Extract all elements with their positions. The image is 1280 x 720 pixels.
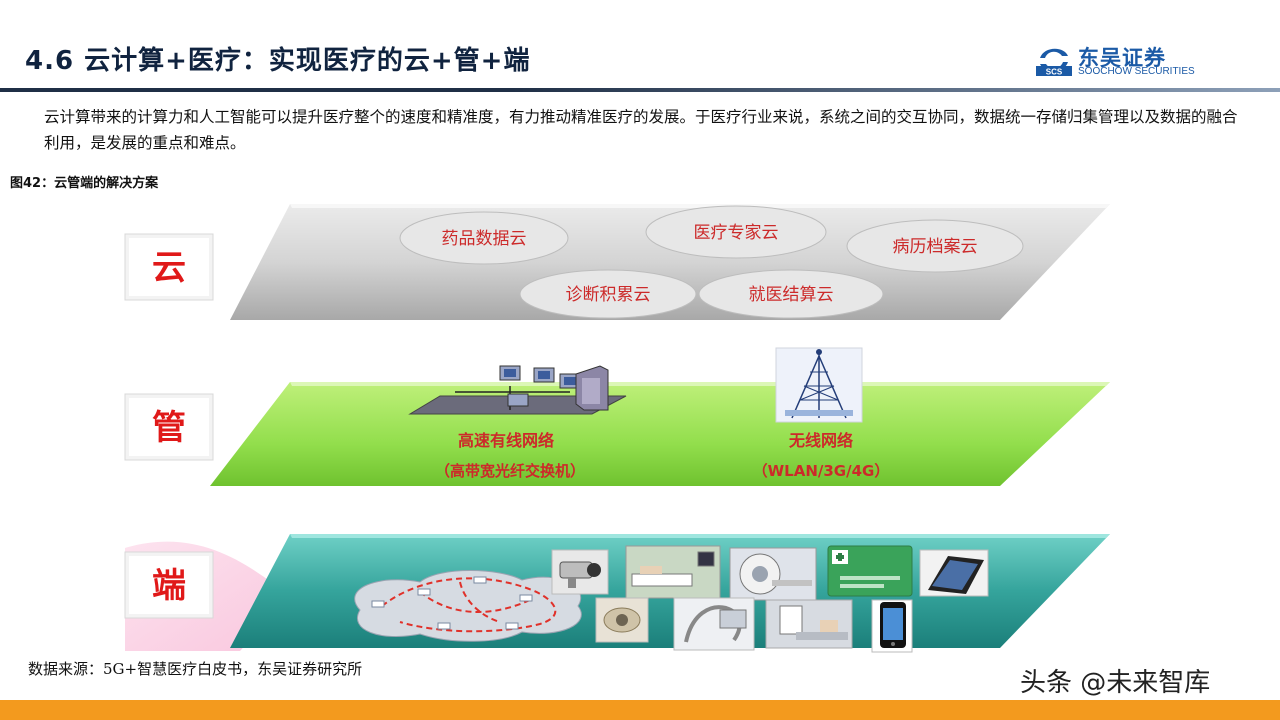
- wired-network-title: 高速有线网络: [458, 431, 554, 450]
- cloud-drug-data-label: 药品数据云: [442, 229, 527, 249]
- patient-bed-monitor-icon: [625, 545, 721, 599]
- sensor-network-icon: [354, 570, 582, 642]
- wearable-band-icon: [595, 597, 649, 643]
- cloud-bubble-diagnosis: 诊断积累云: [519, 269, 697, 319]
- tablet-icon: [919, 549, 989, 597]
- wireless-tower-icon: [775, 347, 863, 423]
- pipe-layer-label: 管: [152, 408, 186, 448]
- end-layer-tag: 端: [124, 551, 214, 619]
- logo-mark-text: SCS: [1046, 68, 1063, 77]
- surveillance-camera-icon: [551, 549, 609, 595]
- wired-network-subtitle: （高带宽光纤交换机）: [435, 462, 585, 480]
- x-ray-machine-icon: [765, 599, 853, 649]
- cloud-layer-label: 云: [152, 248, 186, 288]
- watermark-text: 头条 @未来智库: [1020, 668, 1211, 698]
- pipe-layer-tag: 管: [124, 393, 214, 461]
- medical-card-icon: [827, 545, 913, 597]
- cloud-expert-label: 医疗专家云: [694, 223, 779, 243]
- wired-network-icon: [408, 365, 627, 415]
- page-title: 4.6 云计算+医疗：实现医疗的云+管+端: [25, 46, 531, 76]
- cloud-records-label: 病历档案云: [893, 237, 978, 257]
- wireless-network-subtitle: （WLAN/3G/4G）: [753, 462, 890, 480]
- cloud-pipe-end-diagram: 云 药品数据云 医疗专家云 病历档案云 诊断积累云 就医结算云 管: [124, 204, 1110, 653]
- figure-caption: 图42：云管端的解决方案: [10, 176, 159, 191]
- end-layer-label: 端: [152, 566, 186, 606]
- wireless-network-title: 无线网络: [788, 431, 853, 450]
- cloud-bubble-expert: 医疗专家云: [645, 205, 827, 259]
- company-logo: SCS 东吴证券 SOOCHOW SECURITIES: [1036, 44, 1216, 78]
- cloud-settlement-label: 就医结算云: [749, 285, 834, 305]
- cloud-layer-tag: 云: [124, 233, 214, 301]
- pipe-layer-plane: [210, 382, 1110, 486]
- scs-logo-icon: SCS: [1036, 48, 1072, 77]
- data-source: 数据来源：5G+智慧医疗白皮书，东吴证券研究所: [28, 660, 363, 678]
- ct-scanner-icon: [729, 547, 817, 601]
- intro-paragraph: 云计算带来的计算力和人工智能可以提升医疗整个的速度和精准度，有力推动精准医疗的发…: [44, 108, 1238, 152]
- footer-bar: [0, 700, 1280, 720]
- cloud-bubble-settlement: 就医结算云: [698, 269, 884, 319]
- smartphone-icon: [871, 599, 913, 653]
- medical-robot-icon: [673, 597, 755, 651]
- cloud-bubble-drug-data: 药品数据云: [399, 211, 569, 265]
- logo-name-cn: 东吴证券: [1078, 46, 1166, 70]
- cloud-diagnosis-label: 诊断积累云: [566, 285, 651, 305]
- header-divider: [0, 88, 1280, 92]
- cloud-bubble-records: 病历档案云: [846, 219, 1024, 273]
- logo-name-en: SOOCHOW SECURITIES: [1078, 66, 1195, 77]
